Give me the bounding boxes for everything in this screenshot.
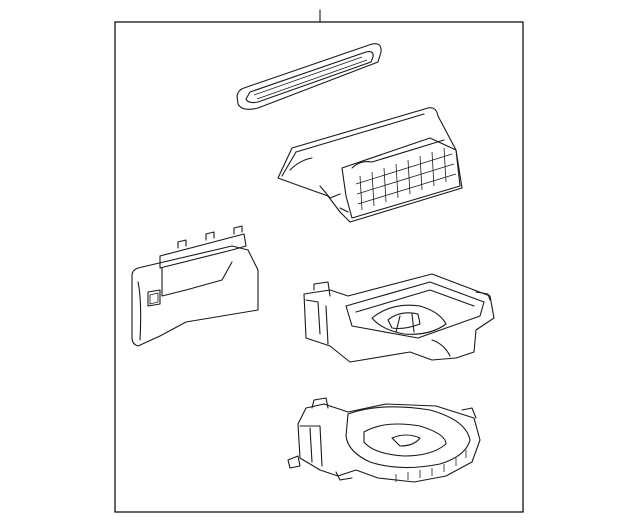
blower-inlet-case-part[interactable] (277, 107, 463, 223)
lower-blower-case-part[interactable] (287, 397, 481, 483)
air-filter-part[interactable] (236, 43, 382, 110)
upper-blower-case-part[interactable] (303, 273, 495, 363)
diagram-frame (114, 21, 524, 513)
duct-panel-part[interactable] (131, 225, 259, 347)
